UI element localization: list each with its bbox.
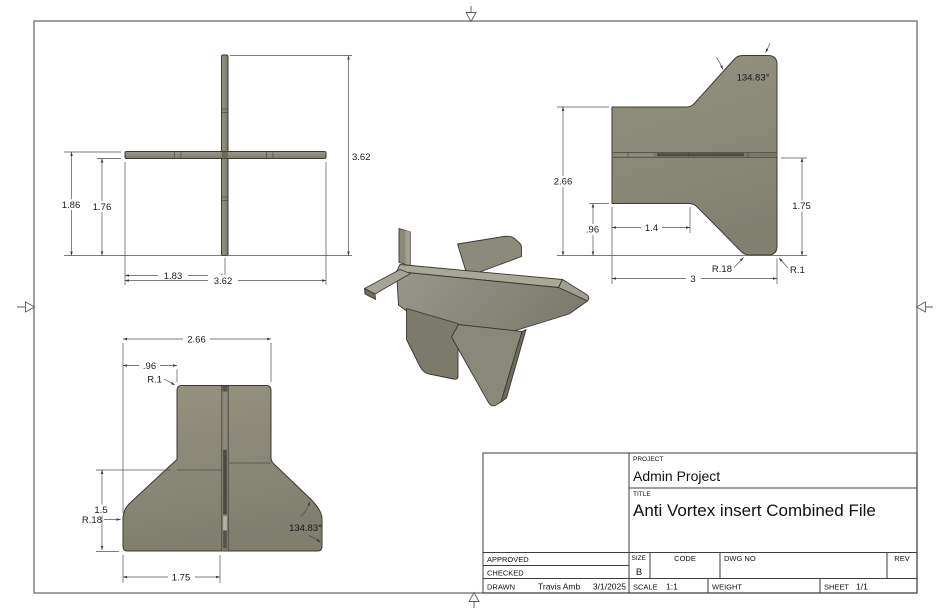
size-value: B	[636, 567, 642, 578]
dim-front-fillet-top: R.1	[147, 375, 162, 386]
front-view: 2.66 .96 R.1 1.5 R.18 134.83° 1.75	[82, 333, 323, 584]
dim-top-overall-height: 3.62	[352, 152, 371, 163]
drawn-by-value: Travis Amb	[538, 582, 580, 592]
dim-top-height-outer: 1.86	[62, 200, 81, 211]
dim-front-overall-width: 2.66	[187, 335, 206, 346]
title-block: PROJECT Admin Project TITLE Anti Vortex …	[482, 452, 918, 594]
weight-label: WEIGHT	[712, 583, 742, 592]
dim-side-angle: 134.83°	[737, 73, 770, 84]
drawn-date-value: 3/1/2025	[593, 582, 626, 592]
center-mark-bottom-icon	[468, 591, 480, 608]
checked-label: CHECKED	[487, 569, 524, 578]
center-mark-arrow	[468, 591, 480, 602]
top-view-dimensions: 3.62 1.86 1.76 1.83 3.62	[59, 55, 371, 287]
dim-side-web-width: 1.4	[645, 223, 658, 234]
dim-front-half-width: 1.75	[172, 573, 191, 584]
side-view-dimensions: 2.66 .96 1.4 1.75 3 R.18 R.1 134.83°	[550, 43, 815, 285]
center-mark-arrow	[465, 12, 477, 23]
size-label: SIZE	[632, 555, 647, 562]
dim-side-overall-height: 2.66	[554, 177, 573, 188]
project-label: PROJECT	[633, 456, 663, 463]
dim-front-angle: 134.83°	[289, 523, 322, 534]
side-view: 2.66 .96 1.4 1.75 3 R.18 R.1 134.83°	[550, 43, 815, 285]
center-mark-right-icon	[915, 301, 933, 313]
dim-side-lower-height: .96	[586, 225, 599, 236]
project-value: Admin Project	[633, 468, 720, 484]
drawn-label: DRAWN	[487, 583, 515, 592]
center-mark-arrow	[25, 301, 36, 313]
iso-bottom-fin	[451, 324, 523, 407]
center-mark-left-icon	[17, 301, 36, 313]
dim-front-fillet-side: R.18	[82, 515, 102, 526]
approved-label: APPROVED	[487, 555, 529, 564]
center-mark-top-icon	[465, 6, 477, 23]
top-view: 3.62 1.86 1.76 1.83 3.62	[59, 54, 371, 287]
title-label: TITLE	[633, 491, 651, 498]
dim-front-base-height: 1.5	[94, 505, 107, 516]
title-block-frame	[482, 452, 918, 594]
side-view-seam	[611, 152, 778, 158]
scale-value: 1:1	[666, 582, 678, 592]
title-value: Anti Vortex insert Combined File	[633, 501, 876, 520]
dim-side-fillet-right: R.1	[790, 265, 805, 276]
code-label: CODE	[674, 554, 696, 563]
dim-top-overall-width: 3.62	[214, 276, 233, 287]
dim-side-fillet-left: R.18	[712, 264, 732, 275]
front-view-seam	[221, 385, 229, 552]
dim-side-right-height: 1.75	[792, 201, 811, 212]
center-mark-arrow	[915, 301, 926, 313]
sheet-label: SHEET	[824, 583, 849, 592]
iso-view	[364, 228, 590, 407]
iso-west-arm-edge	[364, 288, 376, 300]
iso-bottom-fin-edge	[500, 329, 527, 403]
iso-lower-plate	[406, 308, 459, 380]
dim-top-height-inner: 1.76	[93, 202, 112, 213]
front-view-dimensions: 2.66 .96 R.1 1.5 R.18 134.83° 1.75	[82, 333, 322, 584]
top-view-center-joint	[221, 151, 228, 159]
top-view-slot-ticks	[174, 108, 274, 201]
scale-label: SCALE	[633, 583, 658, 592]
iso-back-fin-edge	[405, 230, 411, 266]
sheet-value: 1/1	[856, 582, 868, 592]
iso-ne-arm	[457, 235, 522, 277]
dim-side-overall-width: 3	[690, 274, 695, 285]
dim-front-offset: .96	[143, 361, 156, 372]
dwg-no-label: DWG NO	[724, 554, 756, 563]
rev-label: REV	[894, 554, 909, 563]
dim-top-width-inner: 1.83	[164, 271, 183, 282]
